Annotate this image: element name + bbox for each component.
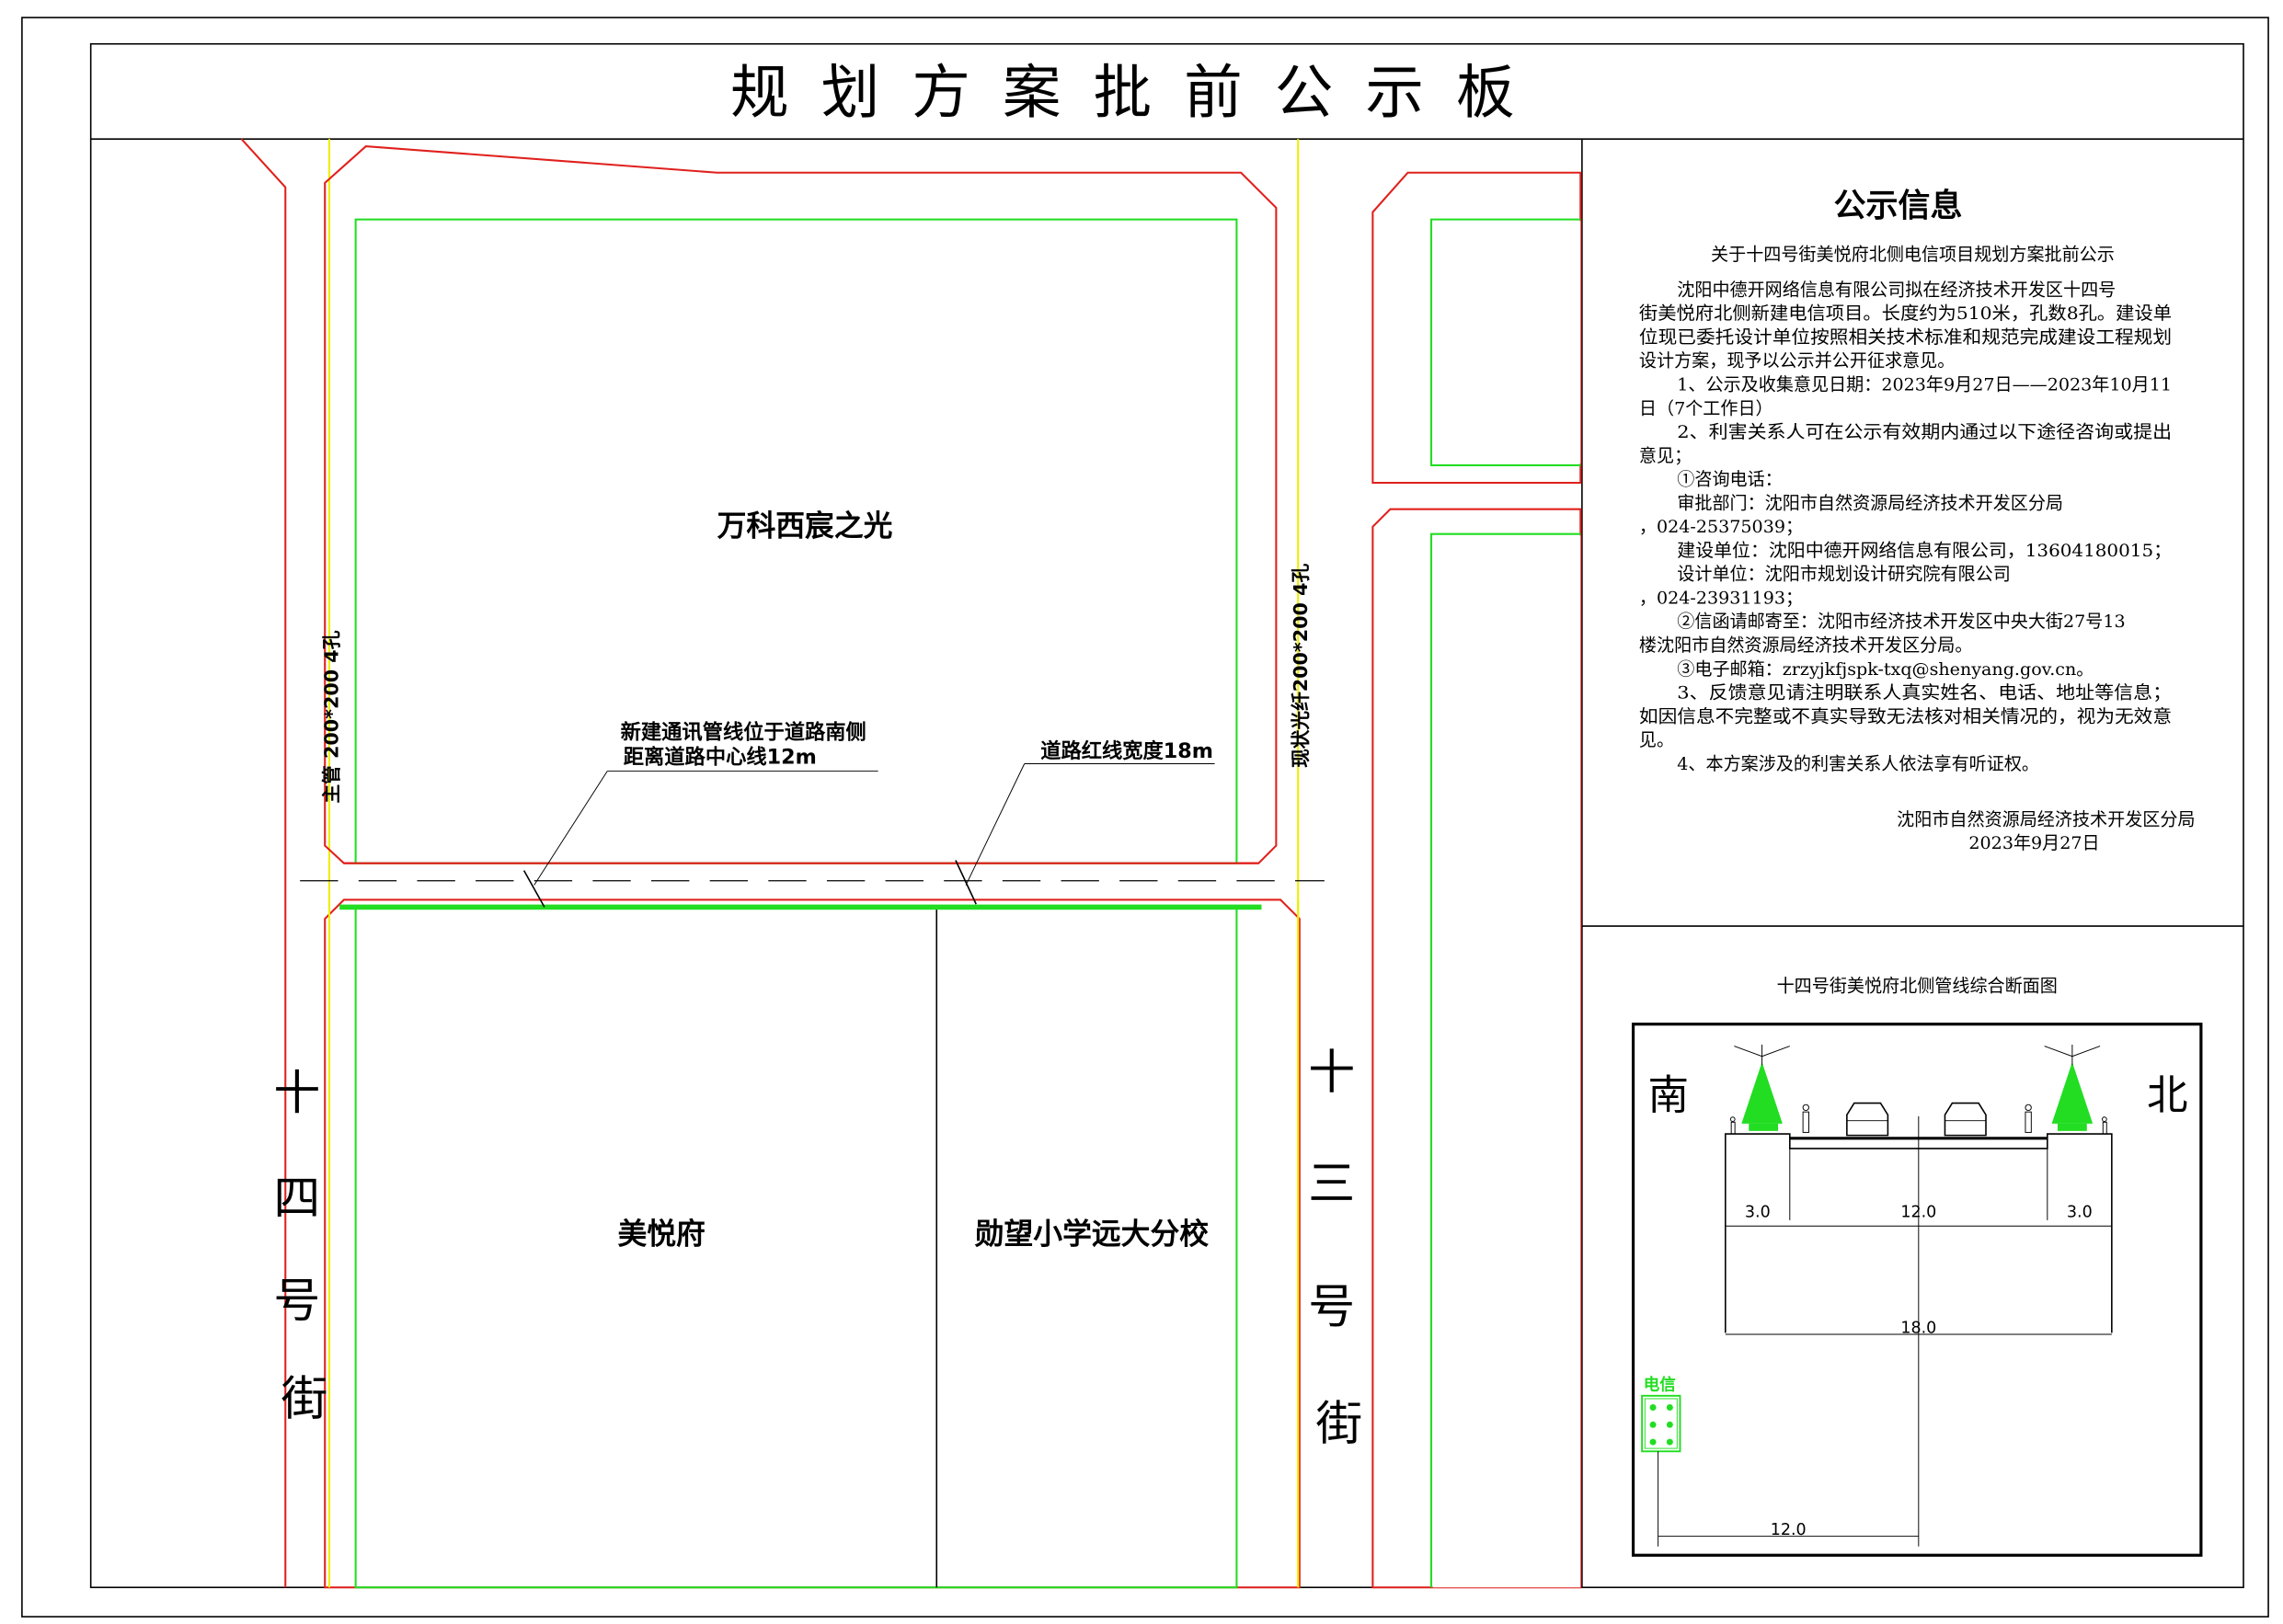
- notice-line: 沈阳中德开网络信息有限公司拟在经济技术开发区十四号: [1677, 279, 2116, 300]
- dim-roadway: 12.0: [1900, 1204, 1936, 1222]
- label-north: 北: [2147, 1071, 2188, 1119]
- notice-line: ②信函请邮寄至：沈阳市经济技术开发区中央大街27号13: [1677, 611, 2125, 632]
- dim-offset: 12.0: [1771, 1521, 1807, 1539]
- notice-heading: 公示信息: [1834, 187, 1963, 224]
- notice-line: 意见；: [1639, 445, 1692, 466]
- notice-panel: 公示信息 关于十四号街美悦府北侧电信项目规划方案批前公示 沈阳中德开网络信息有限…: [1639, 187, 2196, 852]
- plot-label-meiyuefu: 美悦府: [617, 1216, 705, 1251]
- note-line-1: 新建通讯管线位于道路南侧: [621, 719, 866, 744]
- outer-border: [21, 17, 2269, 1618]
- notice-line: 审批部门：沈阳市自然资源局经济技术开发区分局: [1677, 492, 2063, 513]
- site-map: 万科西宸之光 美悦府 勋望小学远大分校 十 四 号 街 十 三 号 街 主管 2…: [240, 138, 1582, 1589]
- notice-line: 位现已委托设计单位按照相关技术标准和规范完成建设工程规划: [1639, 326, 2172, 348]
- notice-line: 设计单位：沈阳市规划设计研究院有限公司: [1677, 564, 2010, 585]
- notice-line: 如因信息不完整或不真实导致无法核对相关情况的，视为无效意: [1639, 705, 2172, 726]
- notice-line: ，024-25375039；: [1639, 516, 1803, 537]
- conduit-hole: [1649, 1438, 1657, 1446]
- board-title: 规划方案批前公示板: [730, 60, 1547, 128]
- conduit-hole: [1666, 1404, 1673, 1412]
- cross-section: 十四号街美悦府北侧管线综合断面图 南 北: [1631, 976, 2203, 1557]
- tree-icon: [2044, 1044, 2101, 1131]
- car-icon: [1944, 1102, 1987, 1137]
- label-south: 南: [1647, 1071, 1689, 1119]
- section-title: 十四号街美悦府北侧管线综合断面图: [1777, 976, 2058, 997]
- tree-icon: [1734, 1044, 1790, 1131]
- cyclist-icon: [1802, 1104, 1809, 1133]
- notice-line: ，024-23931193；: [1639, 587, 1803, 608]
- notice-line: 4、本方案涉及的利害关系人依法享有听证权。: [1677, 753, 2039, 774]
- road-redline-west: [240, 138, 287, 1588]
- road-label-west: 十 四 号 街: [273, 1067, 335, 1427]
- car-icon: [1846, 1102, 1889, 1137]
- notice-line: 楼沈阳市自然资源局经济技术开发区分局。: [1639, 635, 1972, 656]
- notice-signature: 沈阳市自然资源局经济技术开发区分局: [1897, 808, 2195, 829]
- plot-north-hatch: [324, 145, 1278, 864]
- road-label-east: 十 三 号 街: [1308, 1046, 1370, 1452]
- pedestrian-icon: [1729, 1116, 1736, 1135]
- plot-label-school: 勋望小学远大分校: [974, 1216, 1210, 1251]
- dim-total: 18.0: [1900, 1319, 1936, 1337]
- conduit-hole: [1666, 1421, 1673, 1428]
- plot-south-hatch: [324, 898, 1301, 1589]
- notice-date: 2023年9月27日: [1968, 832, 2099, 853]
- notice-line: 2、利害关系人可在公示有效期内通过以下途径咨询或提出: [1677, 421, 2172, 442]
- red-line-note: 道路红线宽度18m: [1040, 738, 1213, 763]
- conduit-hole: [1649, 1404, 1657, 1412]
- notice-subtitle: 关于十四号街美悦府北侧电信项目规划方案批前公示: [1711, 244, 2115, 265]
- notice-line: 1、公示及收集意见日期：2023年9月27日——2023年10月11: [1677, 373, 2172, 395]
- plot-label-north: 万科西宸之光: [717, 508, 893, 543]
- notice-line: ①咨询电话：: [1677, 469, 1782, 490]
- plot-east-upper-hatch: [1371, 171, 1582, 485]
- notice-line: 建设单位：沈阳中德开网络信息有限公司，13604180015；: [1677, 540, 2172, 561]
- note-line-2: 距离道路中心线12m: [624, 744, 817, 769]
- pedestrian-icon: [2102, 1116, 2107, 1135]
- conduit-hole: [1649, 1421, 1657, 1428]
- notice-line: 日（7个工作日）: [1639, 397, 1773, 418]
- pipe-label-west: 主管 200*200 4孔: [321, 630, 343, 803]
- telecom-label: 电信: [1644, 1375, 1676, 1394]
- notice-line: 街美悦府北侧新建电信项目。长度约为510米，孔数8孔。建设单: [1639, 303, 2172, 324]
- conduit-hole: [1666, 1438, 1673, 1446]
- notice-line: 见。: [1639, 729, 1674, 750]
- notice-line: 3、反馈意见请注明联系人真实姓名、电话、地址等信息；: [1677, 682, 2172, 703]
- telecom-conduit: [1641, 1394, 1681, 1453]
- dim-sidewalk-right: 3.0: [2067, 1204, 2093, 1222]
- dim-sidewalk-left: 3.0: [1745, 1204, 1771, 1222]
- notice-line: ③电子邮箱：zrzyjkfjspk-txq@shenyang.gov.cn。: [1677, 658, 2094, 680]
- notice-line: 设计方案，现予以公示并公开征求意见。: [1639, 350, 1955, 372]
- cyclist-icon: [2025, 1104, 2032, 1133]
- pipe-label-east: 现状光纤200*200 4孔: [1290, 564, 1312, 768]
